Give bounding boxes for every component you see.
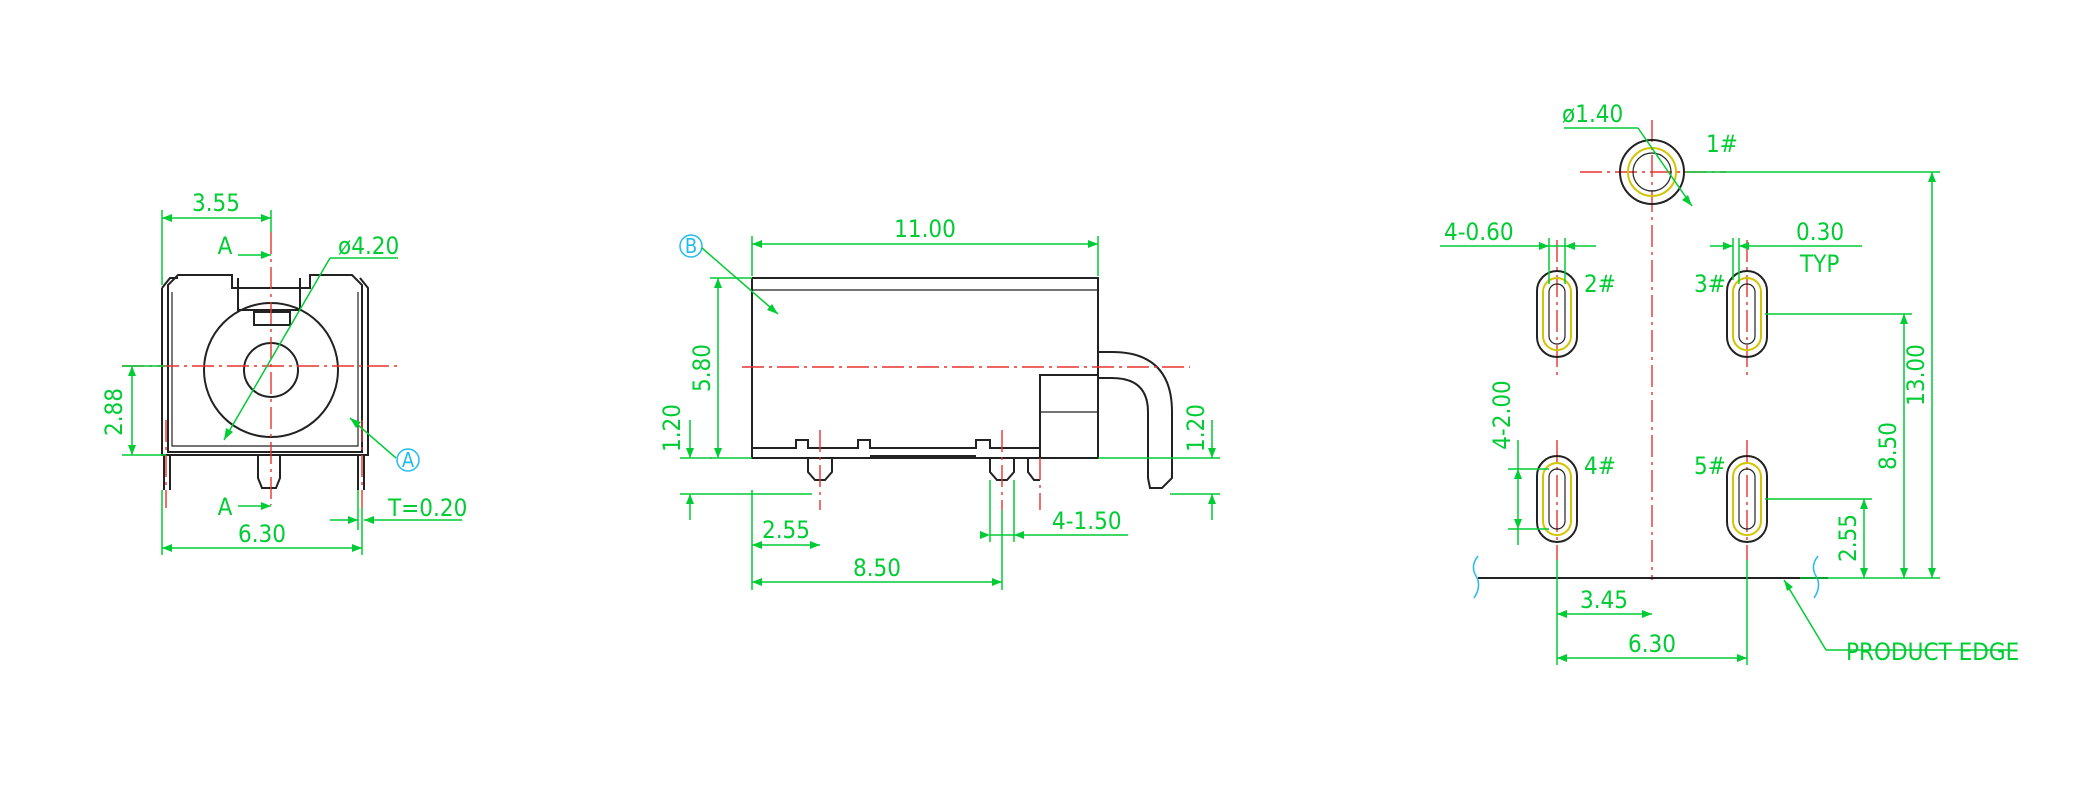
front-width-label: 3.55 (192, 189, 240, 217)
pad-2-label: 2# (1584, 270, 1616, 298)
side-right-offset-label: 1.20 (1182, 404, 1210, 452)
front-hole-dia-label: ø4.20 (338, 232, 399, 260)
callout-b-circle (679, 234, 703, 258)
side-pin-span-label: 8.50 (853, 554, 901, 582)
edge-offset-label: 2.55 (1834, 514, 1862, 562)
section-label-top: A (218, 232, 233, 260)
pad-5 (1726, 455, 1768, 543)
pad-1 (1619, 139, 1685, 205)
slot-width-label: 4-0.60 (1444, 218, 1514, 246)
pad-4-label: 4# (1584, 452, 1616, 480)
annular-label: 0.30 (1796, 218, 1844, 246)
total-height-label: 13.00 (1902, 344, 1930, 406)
pad-1-label: 1# (1706, 130, 1738, 158)
footprint-view: 1# 2# 3# 4# 5# ø1.40 4-0.60 0.30 TYP (1440, 100, 2019, 666)
side-view: B 11.00 5.80 1.20 1.20 (658, 215, 1220, 590)
front-height-label: 2.88 (100, 388, 128, 436)
pitch-label: 6.30 (1628, 630, 1676, 658)
product-edge-label: PRODUCT EDGE (1846, 638, 2019, 666)
side-left-offset-label: 1.20 (658, 404, 686, 452)
annular-note: TYP (1799, 250, 1839, 278)
side-length-label: 11.00 (894, 215, 956, 243)
pad-5-label: 5# (1694, 452, 1726, 480)
callout-b-label: B (685, 234, 697, 258)
side-height-label: 5.80 (688, 344, 716, 392)
side-pin-pos-label: 2.55 (762, 516, 810, 544)
section-label-bottom: A (218, 493, 233, 521)
side-pin-width-label: 4-1.50 (1052, 507, 1122, 535)
row-height-label: 8.50 (1874, 422, 1902, 470)
round-pad-dia-label: ø1.40 (1562, 100, 1623, 128)
callout-a-circle (396, 448, 420, 472)
front-thickness-label: T=0.20 (387, 494, 467, 522)
pad-4 (1536, 455, 1578, 543)
slot-length-label: 4-2.00 (1488, 380, 1516, 450)
pad-3-label: 3# (1694, 270, 1726, 298)
pad-2 (1536, 270, 1578, 358)
front-view: 3.55 A A ø4.20 2.88 6.30 T=0.20 (100, 189, 467, 555)
front-base-width-label: 6.30 (238, 520, 286, 548)
callout-a-label: A (402, 448, 415, 472)
half-pitch-label: 3.45 (1580, 586, 1628, 614)
